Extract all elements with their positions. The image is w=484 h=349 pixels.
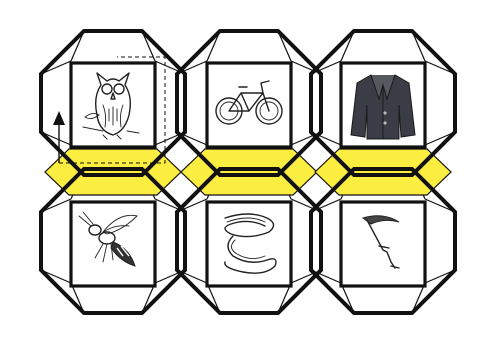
card-wasp[interactable] [71, 202, 155, 286]
card-rope[interactable] [207, 202, 291, 286]
card-frame [341, 202, 425, 286]
yellow-bridges [45, 149, 451, 195]
card-jacket[interactable] [341, 63, 425, 147]
card-owl[interactable] [71, 63, 155, 147]
card-bicycle[interactable] [207, 63, 291, 147]
card-frame [207, 63, 291, 147]
jacket-icon [351, 75, 415, 139]
card-scythe[interactable] [341, 202, 425, 286]
